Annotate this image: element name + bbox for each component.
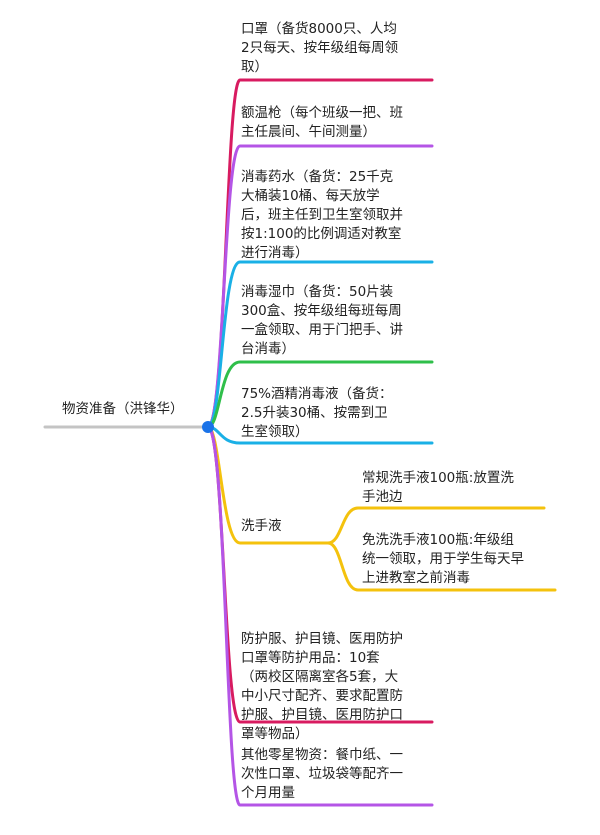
branch-label-disinfectant[interactable]: 消毒药水（备货：25千克 大桶装10桶、每天放学 后，班主任到卫生室领取并 按1… [241,169,403,261]
branch-label-protective-gear[interactable]: 防护服、护目镜、医用防护 口罩等防护用品：10套 （两校区隔离室各5套，大 中小… [241,631,403,742]
branch-label-wipes[interactable]: 消毒湿巾（备货：50片装 300盒、按年级组每班每周 一盒领取、用于门把手、讲 … [241,284,403,357]
sub-branch-line-regular-handwash [326,506,546,545]
branch-label-handwash[interactable]: 洗手液 [241,518,282,534]
branch-label-misc[interactable]: 其他零星物资：餐巾纸、一 次性口罩、垃圾袋等配齐一 个月用量 [241,747,403,801]
root-node-dot [202,421,214,433]
root-topic-label[interactable]: 物资准备（洪锋华） [62,401,184,417]
sub-branch-label-regular-handwash[interactable]: 常规洗手液100瓶:放置洗 手池边 [362,470,514,505]
branch-label-alcohol[interactable]: 75%酒精消毒液（备货： 2.5升装30桶、按需到卫 生室领取） [241,386,393,440]
sub-branch-label-waterless-handwash[interactable]: 免洗洗手液100瓶:年级组 统一领取，用于学生每天早 上进教室之前消毒 [362,532,524,586]
branch-label-thermometer[interactable]: 额温枪（每个班级一把、班 主任晨间、午间测量） [241,105,403,140]
sub-branch-line-waterless-handwash [326,541,557,592]
branch-line-misc [206,425,434,807]
branch-label-masks[interactable]: 口罩（备货8000只、人均 2只每天、按年级组每周领 取） [241,21,399,75]
